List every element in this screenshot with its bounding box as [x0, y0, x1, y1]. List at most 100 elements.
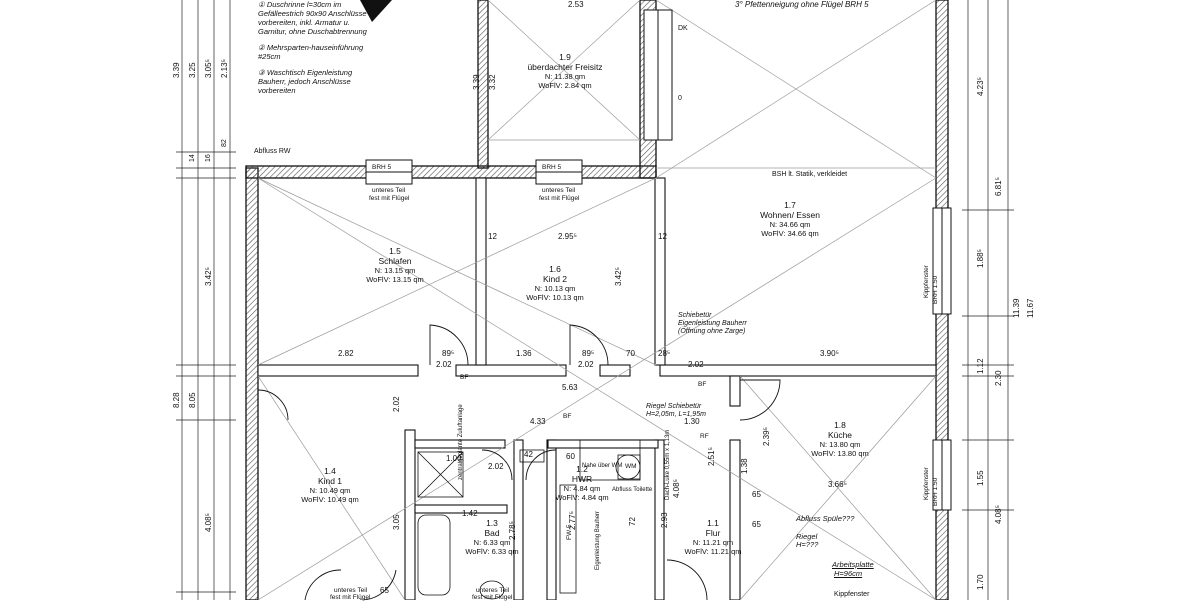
dim-805: 8.05 [188, 392, 197, 408]
window-wing-label-1: fest mit Flügel [369, 195, 410, 202]
right-dimension-lines [962, 0, 1014, 600]
dim-1139: 11.39 [1012, 298, 1021, 318]
dim-130: 1.30 [684, 417, 700, 426]
dim-112: 1.12 [976, 358, 985, 374]
dim-342: 3.42⁵ [204, 267, 213, 286]
window-tilt-label-2: Kippfenster [923, 467, 930, 500]
riegel-height-label: H=??? [796, 540, 819, 549]
dim-60: 60 [566, 452, 575, 461]
bf-label-3: BF [698, 381, 707, 388]
dim-202-b: 2.02 [578, 360, 594, 369]
dim-277: 2.77⁵ [568, 511, 577, 530]
dim-278: 2.78⁵ [508, 521, 517, 540]
dim-65-c: 65 [752, 520, 761, 529]
dim-295: 2.95⁵ [558, 232, 577, 241]
dim-202-d: 2.02 [688, 360, 704, 369]
zuluft-label: zentralgeplante Zuluftanlage [458, 404, 464, 480]
dim-142: 1.42 [462, 509, 478, 518]
dim-239: 2.39⁵ [762, 427, 771, 446]
arbeitsplatte-label: Arbeitsplatte [832, 560, 874, 569]
dim-293: 2.93 [660, 512, 669, 528]
door-dk-label: DK [678, 25, 688, 32]
dim-100: 1.00 [446, 454, 462, 463]
window-wing-label-2: fest mit Flügel [539, 195, 580, 202]
window-brh-label-2: BRH 5 [542, 164, 562, 171]
dim-top: 2.53 [568, 0, 584, 9]
dim-408: 4.08⁵ [204, 513, 213, 532]
dim-12-b: 12 [658, 232, 667, 241]
dim-42: 42 [524, 450, 533, 459]
dim-14: 14 [189, 154, 196, 162]
dim-305: 3.05⁵ [204, 59, 213, 78]
left-dimension-lines [176, 0, 236, 600]
arbeitsplatte-height-label: H=96cm [834, 569, 863, 578]
window-lower-label-3: unteres Teil [334, 587, 368, 594]
window-brh-label-right-2: BRH 1.50 [932, 477, 939, 506]
abfluss-toilette-label: Abfluss Toilette [612, 487, 653, 493]
dim-390: 3.90⁵ [820, 349, 839, 358]
dim-202-a: 2.02 [436, 360, 452, 369]
section-marker [360, 0, 392, 22]
bsh-label: BSH lt. Statik, verkleidet [772, 171, 848, 178]
riegel-schiebetuer-label: Riegel Schiebetür [646, 403, 702, 410]
dim-339: 3.39 [172, 62, 181, 78]
dim-16: 16 [205, 154, 212, 162]
dim-188: 1.88⁵ [976, 249, 985, 268]
wm-label: WM [625, 463, 637, 470]
dim-1167: 11.67 [1026, 298, 1035, 318]
dim-366: 3.66⁵ [828, 480, 847, 489]
dim-251: 2.51⁵ [707, 447, 716, 466]
interior-walls [257, 177, 937, 600]
dim-138: 1.38 [740, 458, 749, 474]
dim-155: 1.55 [976, 470, 985, 486]
dim-202-c: 2.02 [392, 396, 401, 412]
nahe-wm-label: Nahe über WM [582, 463, 623, 469]
dim-681: 6.81⁵ [994, 177, 1003, 196]
window-wing-label-3: fest mit Flügel [330, 594, 371, 601]
construction-notes: ① Duschrinne l=30cm im Gefälleestrich 90… [258, 0, 378, 102]
window-lower-label-2: unteres Teil [542, 187, 576, 194]
dim-408b: 4.08⁵ [672, 479, 681, 498]
riegel-dims-label: H=2,05m, L=1,95m [646, 411, 706, 418]
dim-89b: 89⁵ [582, 349, 595, 358]
dim-170: 1.70 [976, 574, 985, 590]
dim-339b: 3.39 [472, 74, 481, 90]
note-3: ③ Waschtisch Eigenleistung Bauherr, jedo… [258, 68, 353, 95]
construction-diagonals [257, 0, 937, 600]
rf-label: RF [700, 433, 709, 440]
eigenleistung-label: Eigenleistung Bauherr [595, 510, 601, 570]
dim-72: 72 [628, 517, 637, 526]
dim-563: 5.63 [562, 383, 578, 392]
kippfenster-label: Kippfenster [834, 591, 870, 598]
dim-82: 82 [221, 139, 228, 147]
dim-136: 1.36 [516, 349, 532, 358]
dim-282: 2.82 [338, 349, 354, 358]
abfluss-spuele-label: Abfluss Spüle??? [796, 514, 855, 523]
dim-433: 4.33 [530, 417, 546, 426]
window-lower-label-1: unteres Teil [372, 187, 406, 194]
dim-342b: 3.42⁵ [614, 267, 623, 286]
bf-label-2: BF [563, 413, 572, 420]
dim-828: 8.28 [172, 392, 181, 408]
dim-65-b: 65 [380, 586, 389, 595]
window-brh-label-right-1: BRH 1.50 [932, 275, 939, 304]
dim-305b: 3.05 [392, 514, 401, 530]
dim-65: 65 [752, 490, 761, 499]
dim-230: 2.30 [994, 370, 1003, 386]
dim-202-e: 2.02 [488, 462, 504, 471]
dim-332: 3.32 [488, 74, 497, 90]
bf-label-1: BF [460, 374, 469, 381]
door-o-label: 0 [678, 95, 682, 102]
note-2: ② Mehrsparten-hauseinführung #25cm [258, 43, 364, 61]
windows [365, 9, 952, 511]
